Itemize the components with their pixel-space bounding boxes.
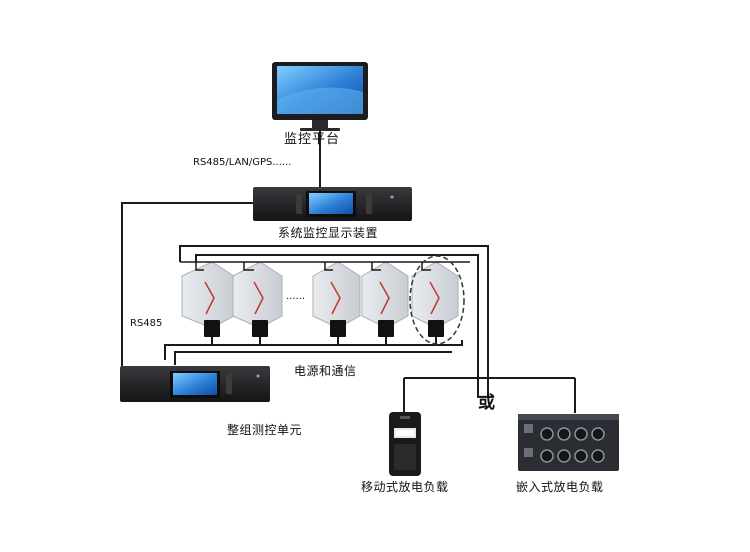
monitor-platform-label: 监控平台 — [284, 132, 341, 147]
rack-device-icon — [120, 366, 270, 402]
battery-icon — [361, 261, 409, 329]
monitor-icon — [272, 62, 368, 131]
system-display-label: 系统监控显示装置 — [278, 226, 379, 240]
sensor-module-icon — [204, 320, 444, 337]
battery-icon — [181, 261, 235, 329]
highlight-ellipse — [409, 255, 465, 345]
ellipsis-label: ...... — [286, 291, 306, 302]
connection-lines — [121, 117, 576, 425]
mobile-load-label: 移动式放电负载 — [361, 480, 449, 494]
embedded-load-icon — [518, 414, 619, 471]
or-label: 或 — [478, 393, 495, 413]
power-comm-label: 电源和通信 — [294, 364, 357, 378]
embedded-load-label: 嵌入式放电负载 — [516, 480, 604, 494]
group-unit-label: 整组测控单元 — [227, 423, 303, 437]
rack-device-icon — [253, 187, 412, 221]
mobile-load-icon — [389, 412, 421, 476]
battery-icon — [312, 261, 361, 329]
protocols-label: RS485/LAN/GPS...... — [193, 157, 292, 168]
rs485-label: RS485 — [130, 318, 163, 329]
battery-connectors — [180, 261, 470, 271]
battery-icon — [411, 261, 459, 329]
battery-icon — [232, 261, 283, 329]
